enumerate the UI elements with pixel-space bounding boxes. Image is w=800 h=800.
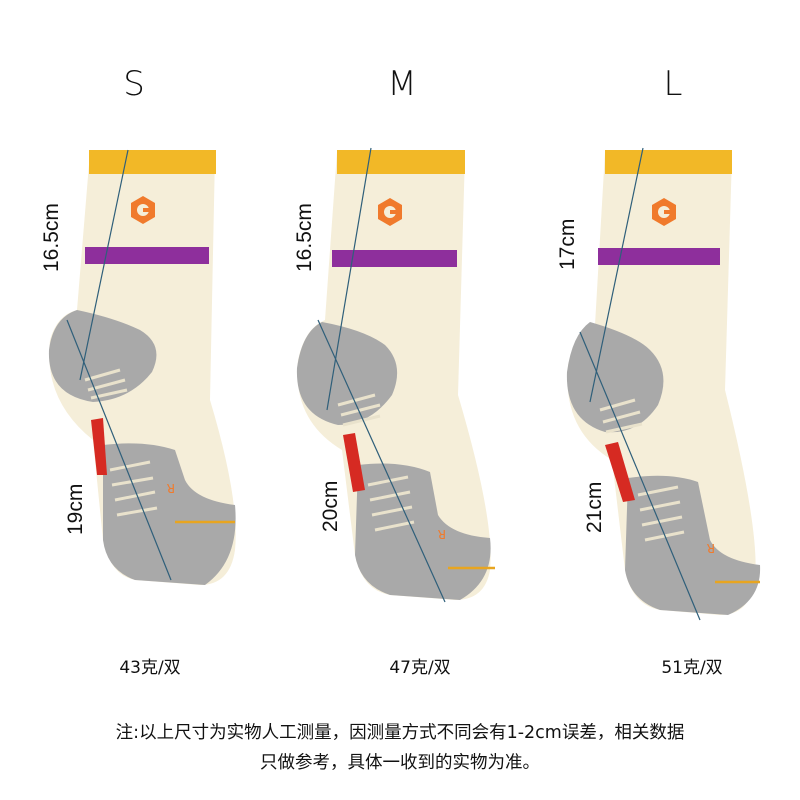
cuff-band: [89, 150, 216, 174]
red-accent: [343, 433, 365, 492]
purple-stripe: [85, 247, 209, 264]
hexagon-logo-icon: [131, 196, 155, 224]
heel-panel: [296, 322, 398, 425]
r-letter-mark-icon: R: [438, 527, 446, 541]
toe-panel: [625, 475, 761, 615]
weight-l: 51克/双: [661, 658, 723, 678]
red-accent: [91, 418, 107, 475]
measurement-disclaimer: 注:以上尺寸为实物人工测量，因测量方式不同会有1-2cm误差，相关数据 只做参考…: [0, 718, 800, 778]
disclaimer-line-2: 只做参考，具体一收到的实物为准。: [260, 753, 540, 773]
r-letter-mark-icon: R: [707, 541, 715, 555]
r-letter-mark-icon: R: [167, 481, 175, 495]
red-accent: [605, 442, 635, 502]
foot-measure-line: [317, 319, 446, 603]
upper-measure-line: [79, 149, 129, 381]
heel-panel: [48, 310, 157, 402]
upper-measure-line: [589, 147, 644, 403]
weight-m: 47克/双: [389, 658, 451, 678]
sock-l-illustration: R: [566, 147, 761, 621]
size-label-s: S: [123, 64, 145, 104]
weight-s: 43克/双: [119, 658, 181, 678]
cuff-band: [337, 150, 465, 174]
toe-panel: [103, 443, 236, 585]
size-label-m: M: [387, 64, 417, 104]
size-label-l: L: [663, 64, 683, 104]
foot-measure-line: [66, 319, 172, 581]
foot-measure-line: [579, 331, 701, 621]
sock-s-illustration: R: [48, 149, 236, 585]
hexagon-logo-icon: [652, 198, 676, 226]
hexagon-logo-icon: [378, 198, 402, 226]
upper-measure-line: [326, 147, 372, 411]
cuff-band: [605, 150, 732, 174]
disclaimer-line-1: 注:以上尺寸为实物人工测量，因测量方式不同会有1-2cm误差，相关数据: [115, 723, 685, 743]
purple-stripe: [332, 250, 457, 267]
heel-panel: [566, 322, 664, 433]
purple-stripe: [598, 248, 720, 265]
sock-m-illustration: R: [296, 147, 495, 603]
